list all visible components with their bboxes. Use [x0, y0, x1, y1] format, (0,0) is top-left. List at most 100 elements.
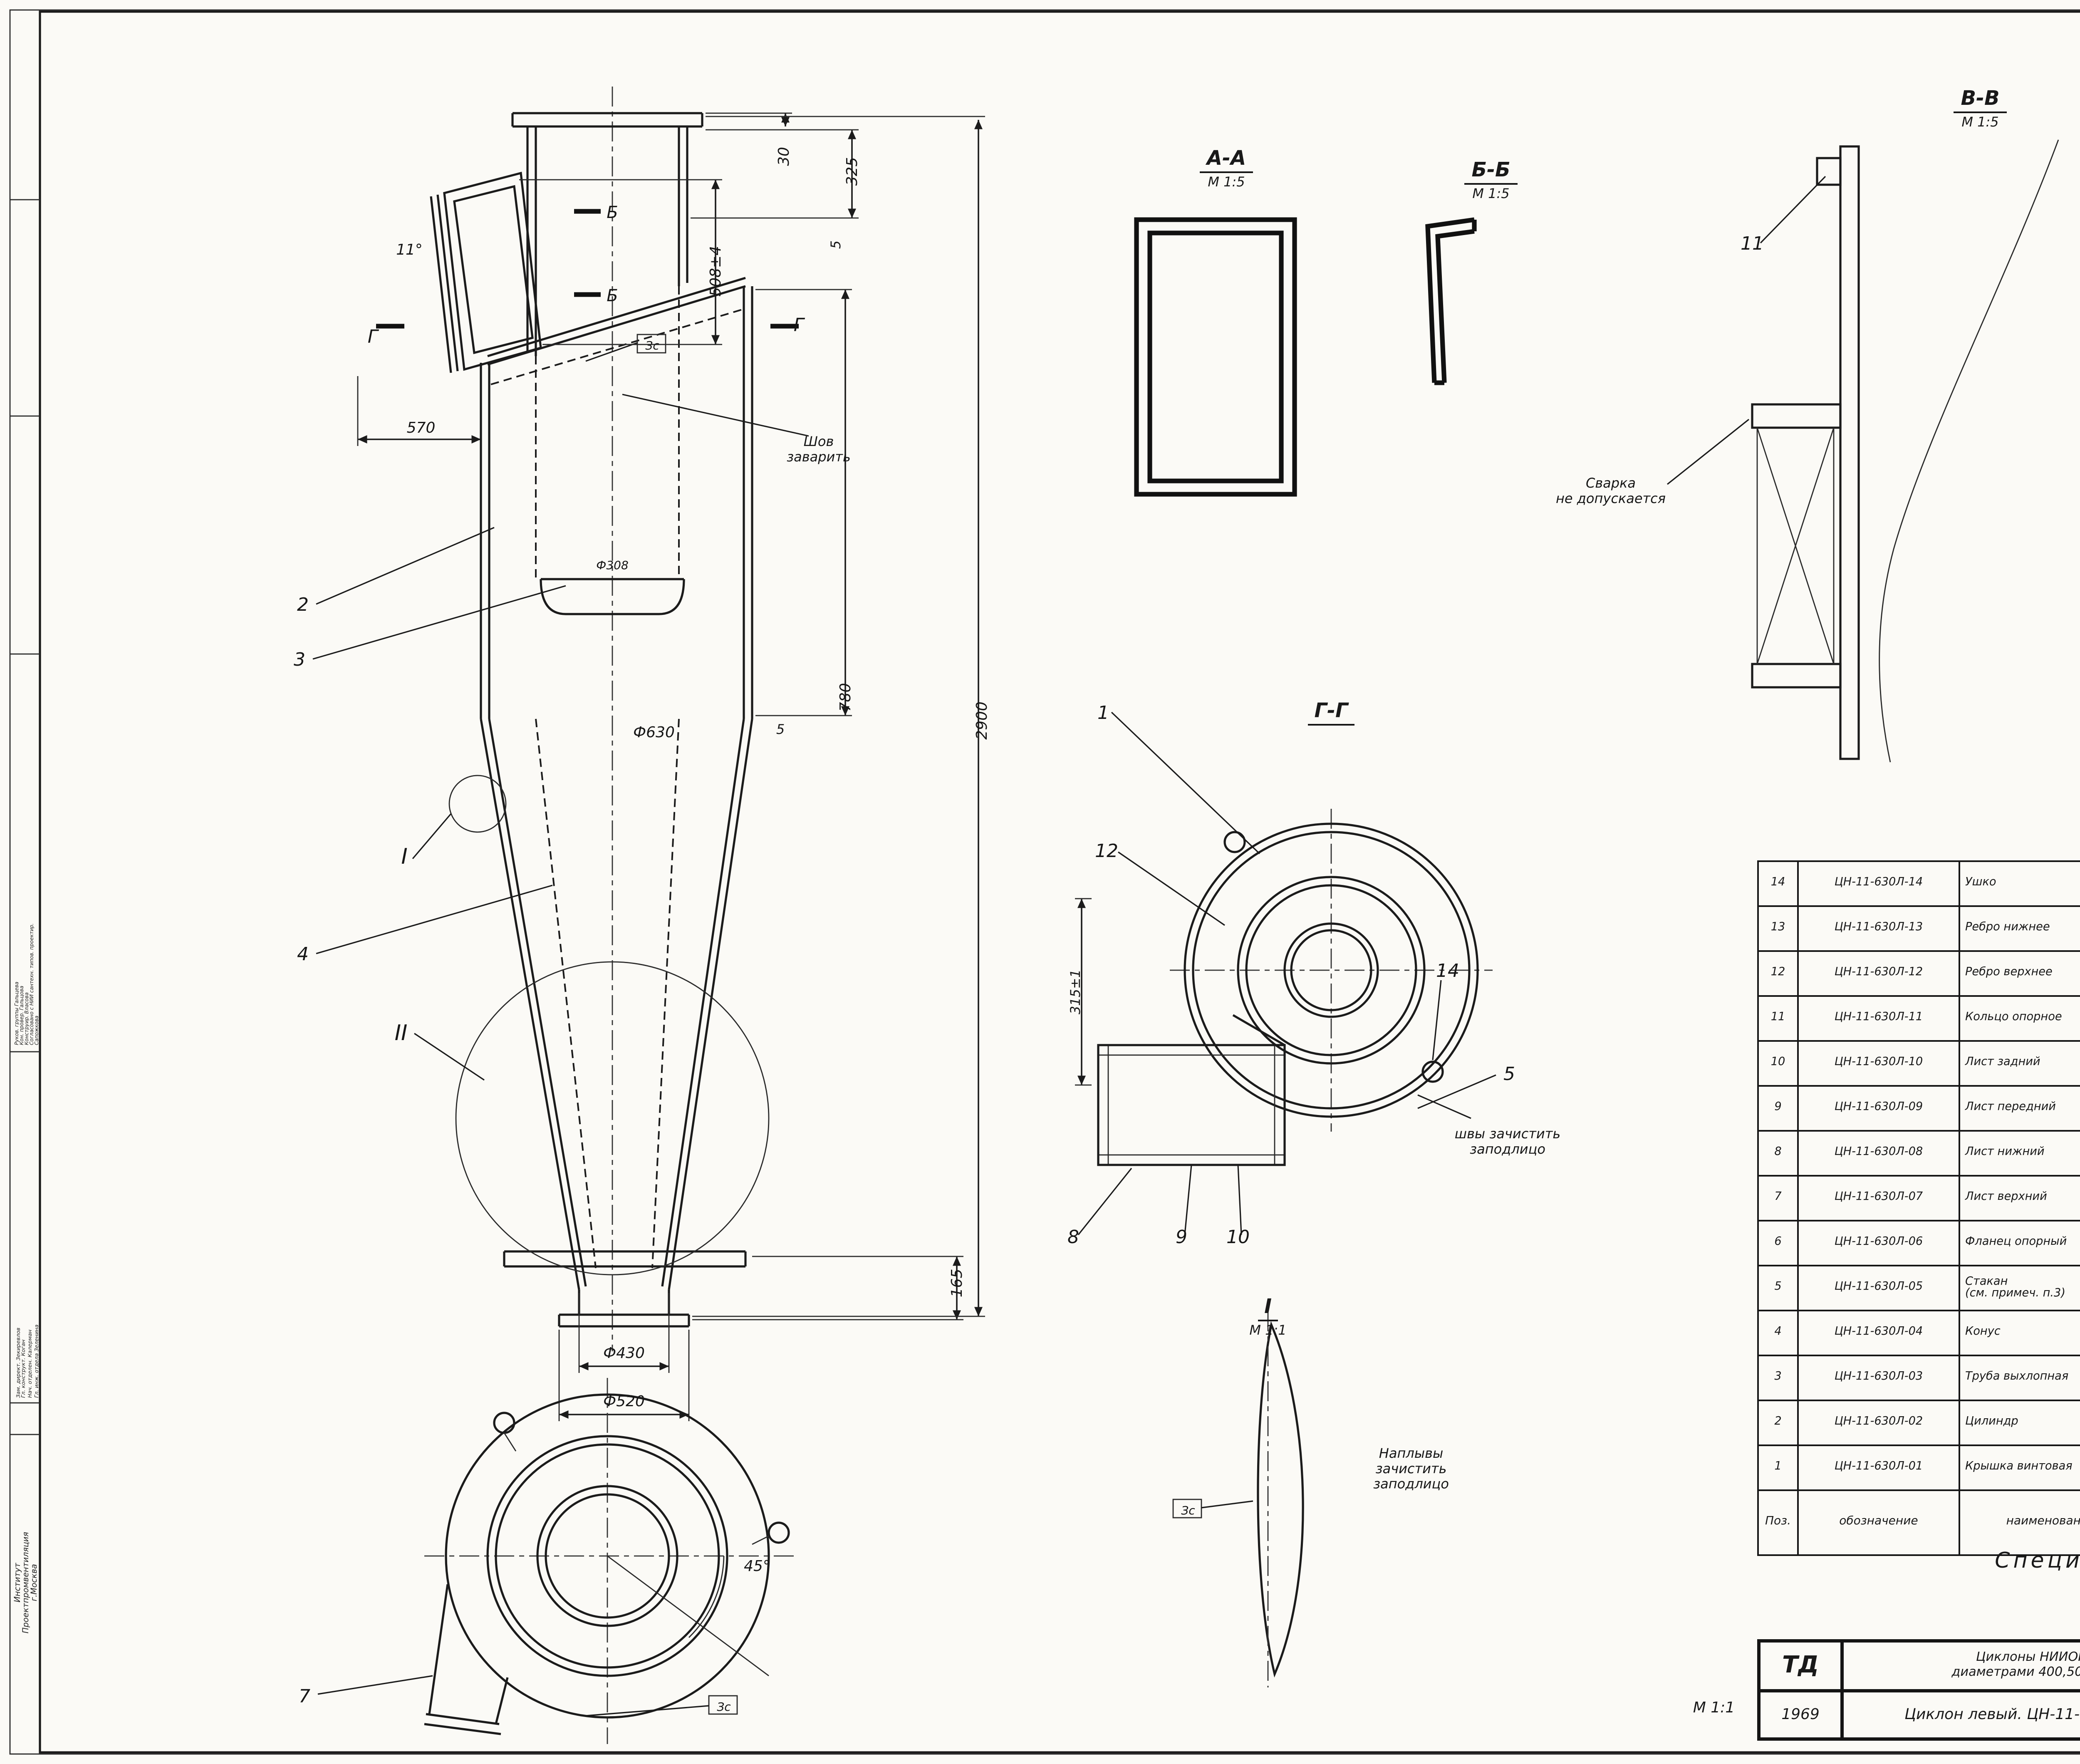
spec-cell: 2: [1757, 1400, 1799, 1446]
section-label-aa: А-А М 1:5: [1186, 140, 1266, 190]
spec-cell: Конус: [1959, 1310, 2080, 1356]
spec-cell: ЦН-11-630Л-14: [1797, 860, 1960, 907]
section-title: Г-Г: [1307, 699, 1355, 726]
spec-cell: Ребро верхнее: [1959, 950, 2080, 997]
stamp-institute-line: Институт: [15, 1563, 23, 1603]
spec-cell: ЦН-11-630Л-11: [1797, 995, 1960, 1042]
spec-header-name: наименование: [1959, 1489, 2080, 1556]
section-label-bb: Б-Б М 1:5: [1451, 151, 1531, 201]
drawing-label: 5: [776, 721, 785, 737]
drawing-label: 9: [1176, 1226, 1187, 1248]
section-label-vv: В-В М 1:5: [1940, 80, 2020, 130]
drawing-scale: М 1:1: [1693, 1701, 1735, 1717]
spec-cell: Ребро нижнее: [1959, 905, 2080, 952]
drawing-label: 11°: [396, 241, 423, 258]
drawing-label: Зс: [1181, 1504, 1195, 1517]
drawing-label: Ф430: [603, 1345, 645, 1362]
title-block-year: 1969: [1759, 1691, 1842, 1739]
spec-cell: 9: [1757, 1085, 1799, 1132]
drawing-label: Г: [794, 315, 805, 336]
drawing-label: 508±4: [707, 246, 724, 297]
drawing-label: I: [401, 844, 407, 869]
drawing-label: II: [395, 1021, 408, 1046]
drawing-label: Б: [607, 286, 618, 305]
spec-cell: Кольцо опорное: [1959, 995, 2080, 1042]
spec-title: Спецификация: [1995, 1549, 2080, 1574]
section-scale: М 1:5: [1472, 186, 1510, 201]
drawing-label: Ф520: [603, 1393, 645, 1410]
drawing-label: 10: [1226, 1226, 1250, 1248]
drawing-label: 325: [844, 157, 861, 186]
spec-header-row: Поз. обозначение наименование кол Матери…: [1757, 1489, 2080, 1556]
drawing-label: Ф630: [633, 724, 675, 741]
drawing-label: 5: [1503, 1063, 1515, 1085]
spec-cell: Лист верхний: [1959, 1175, 2080, 1221]
spec-cell: 12: [1757, 950, 1799, 997]
drawing-label: 11: [1741, 233, 1764, 254]
spec-cell: 11: [1757, 995, 1799, 1042]
spec-cell: ЦН-11-630Л-04: [1797, 1310, 1960, 1356]
drawing-label: 2: [297, 594, 309, 615]
drawing-label: 5: [828, 240, 844, 249]
spec-cell: 6: [1757, 1220, 1799, 1266]
drawing-label: 2900: [973, 701, 990, 740]
section-label-gg: Г-Г: [1291, 692, 1371, 727]
spec-cell: ЦН-11-630Л-08: [1797, 1130, 1960, 1177]
spec-cell: ЦН-11-630Л-02: [1797, 1400, 1960, 1446]
drawing-label: 3: [294, 649, 305, 670]
spec-cell: Лист передний: [1959, 1085, 2080, 1132]
section-vv: [1667, 139, 2059, 763]
drawing-label: 12: [1095, 840, 1118, 862]
spec-cell: 3: [1757, 1355, 1799, 1401]
stamp-institute-line: г.Москва: [32, 1564, 40, 1601]
spec-cell: 8: [1757, 1130, 1799, 1177]
title-block-org: ТД: [1759, 1641, 1842, 1691]
section-label-i: I М 1:1: [1231, 1288, 1305, 1338]
section-gg: [1075, 711, 1496, 1235]
spec-cell: ЦН-11-630Л-06: [1797, 1220, 1960, 1266]
spec-cell: Крышка винтовая: [1959, 1444, 2080, 1491]
spec-cell: Лист задний: [1959, 1040, 2080, 1087]
spec-cell: Стакан (см. примеч. п.3): [1959, 1265, 2080, 1311]
spec-cell: Труба выхлопная: [1959, 1355, 2080, 1401]
spec-cell: ЦН-11-630Л-01: [1797, 1444, 1960, 1491]
stamp-approval-row: Гл. инж. отдела Зеленина: [33, 1324, 40, 1398]
stamp-institute-line: Проектпромвентиляция: [23, 1532, 32, 1634]
section-aa: [1134, 217, 1297, 497]
drawing-label: Г: [368, 326, 379, 347]
title-block: ТД Циклоны НИИОГАЗ ЦН-11 диаметрами 400,…: [1757, 1639, 2080, 1741]
spec-header-pos: Поз.: [1757, 1489, 1799, 1556]
section-title: I: [1258, 1295, 1278, 1321]
spec-cell: 14: [1757, 860, 1799, 907]
scroll-view: [424, 1378, 795, 1744]
spec-cell: 1: [1757, 1444, 1799, 1491]
spec-cell: 10: [1757, 1040, 1799, 1087]
section-scale: М 1:1: [1249, 1323, 1287, 1338]
drawing-label: 14: [1436, 960, 1459, 981]
section-scale: М 1:5: [1208, 175, 1245, 190]
detail-i: [1172, 1311, 1304, 1687]
spec-cell: ЦН-11-630Л-09: [1797, 1085, 1960, 1132]
drawing-label: 570: [407, 419, 436, 436]
spec-cell: ЦН-11-630Л-10: [1797, 1040, 1960, 1087]
title-block-project: Циклоны НИИОГАЗ ЦН-11 диаметрами 400,500…: [1842, 1641, 2080, 1691]
spec-cell: 7: [1757, 1175, 1799, 1221]
spec-cell: ЦН-11-630Л-13: [1797, 905, 1960, 952]
drawing-label: Зс: [717, 1700, 731, 1714]
spec-cell: Цилиндр: [1959, 1400, 2080, 1446]
